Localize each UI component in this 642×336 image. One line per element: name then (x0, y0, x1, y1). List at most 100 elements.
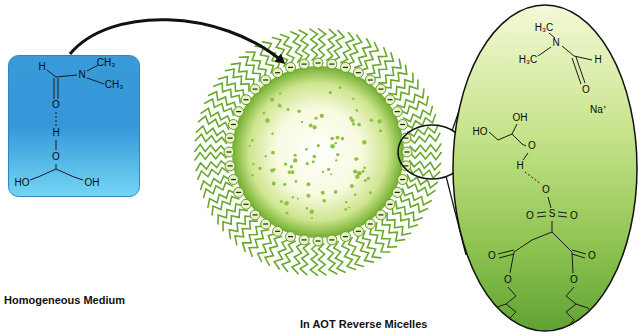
minus-charge (405, 151, 410, 152)
solvent-dot (330, 173, 332, 175)
head-group (261, 75, 271, 85)
surfactant-tail (255, 46, 273, 73)
minus-charge (400, 124, 405, 125)
head-group (273, 68, 283, 78)
minus-charge (231, 179, 236, 180)
atom-label: H (516, 160, 523, 172)
solvent-dot (279, 105, 282, 108)
micelle-core (232, 66, 404, 238)
surfactant-tail (387, 213, 411, 235)
solvent-dot (309, 124, 313, 128)
atom-label: O (526, 210, 534, 222)
atom-label: O (582, 84, 590, 96)
solvent-dot (322, 199, 326, 203)
minus-charge (228, 138, 233, 139)
surfactant-tail (225, 69, 249, 91)
surfactant-tail (334, 242, 345, 273)
solvent-dot (321, 191, 325, 195)
minus-charge (231, 124, 236, 125)
solvent-dot (341, 137, 345, 141)
solvent-dot (311, 217, 313, 219)
surfactant-tail (382, 217, 405, 240)
atom-label: OH (513, 112, 528, 124)
head-group (234, 107, 244, 117)
surfactant-tail (396, 201, 422, 221)
solvent-dot (357, 171, 362, 176)
head-group (241, 199, 251, 209)
surfactant-tail (249, 230, 269, 256)
solvent-dot (356, 109, 359, 112)
atom-label: O (588, 250, 596, 262)
solvent-dot (357, 123, 361, 127)
solvent-dot (297, 198, 299, 200)
solvent-dot (348, 207, 350, 209)
surfactant-tail (235, 221, 257, 245)
solvent-dot (336, 153, 339, 156)
solvent-dot (306, 162, 309, 165)
caption-label: Homogeneous Medium (4, 294, 125, 306)
surfactant-tail (195, 144, 226, 151)
surfactant-tail (327, 243, 337, 274)
solvent-dot (354, 157, 358, 161)
solvent-dot (310, 210, 314, 214)
minus-charge (378, 214, 383, 215)
surfactant-tail (409, 167, 440, 178)
head-group (250, 210, 260, 220)
solvent-dot (351, 119, 355, 123)
atom-label: H (594, 54, 601, 66)
solvent-dot (369, 191, 372, 194)
solvent-dot (290, 165, 293, 168)
surfactant-tail (205, 99, 234, 116)
head-group (313, 58, 323, 68)
atom-label: H (52, 127, 59, 139)
solvent-dot (291, 170, 295, 174)
solvent-dot (330, 144, 335, 149)
surfactant-tail (209, 92, 237, 110)
head-group (299, 59, 309, 69)
minus-charge (263, 223, 268, 224)
head-group (341, 232, 351, 242)
atom-label: O (488, 250, 496, 262)
surfactant-tail (333, 30, 344, 61)
solvent-dot (350, 184, 354, 188)
head-group (228, 175, 238, 185)
solvent-dot (251, 174, 254, 177)
solvent-dot (285, 211, 288, 214)
surfactant-tail (291, 32, 302, 63)
atom-label: O (570, 210, 578, 222)
dmf-glycerol-bonds (8, 55, 140, 197)
head-group (398, 120, 408, 130)
solvent-dot (265, 155, 267, 157)
head-group (402, 147, 412, 157)
surfactant-tail (195, 153, 226, 161)
surfactant-tail (258, 234, 276, 262)
surfactant-tail (410, 161, 441, 170)
atom-label: N (78, 69, 85, 81)
solvent-dot (283, 183, 286, 186)
minus-charge (378, 88, 383, 89)
solvent-dot (344, 208, 347, 211)
solvent-dot (251, 139, 254, 142)
surfactant-tail (403, 188, 432, 205)
minus-charge (343, 236, 348, 237)
surfactant-tail (196, 161, 227, 171)
head-group (392, 187, 402, 197)
solvent-dot (249, 145, 251, 147)
minus-charge (316, 240, 321, 241)
solvent-dot (272, 182, 276, 186)
solvent-dot (364, 179, 367, 182)
solvent-dot (295, 180, 298, 183)
atom-label: H₃C (535, 22, 554, 34)
atom-label: O (542, 184, 550, 196)
solvent-dot (288, 171, 291, 174)
head-group (313, 236, 323, 246)
minus-charge (368, 79, 373, 80)
solvent-dot (315, 117, 318, 120)
solvent-dot (353, 170, 357, 174)
minus-charge (236, 192, 241, 193)
head-group (353, 68, 363, 78)
head-group (353, 226, 363, 236)
atom-label: Na⁺ (590, 104, 606, 116)
solvent-dot (370, 119, 373, 122)
atom-label: O (570, 274, 578, 286)
